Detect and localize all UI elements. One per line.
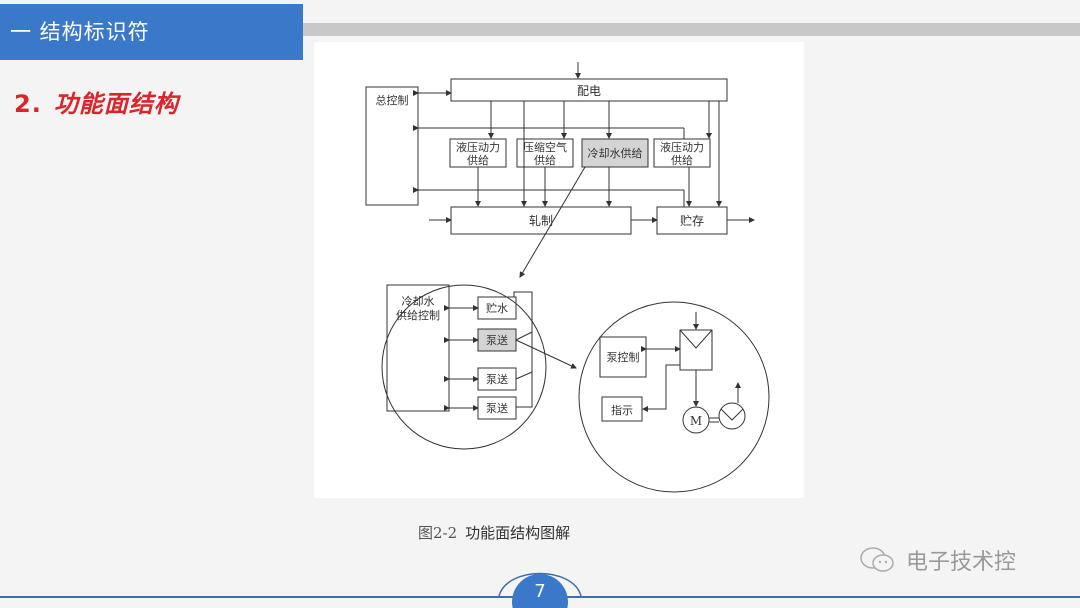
svg-text:配电: 配电	[577, 84, 601, 98]
top-divider-bar	[303, 23, 1080, 36]
figure-caption: 图2-2 功能面结构图解	[418, 522, 570, 543]
svg-text:贮存: 贮存	[680, 213, 704, 228]
detail-circle-pump: 泵控制 指示 M	[578, 301, 770, 493]
section-number: 2.	[14, 90, 42, 118]
figure-number: 图2-2	[418, 524, 458, 542]
svg-text:液压动力: 液压动力	[660, 140, 704, 154]
block-cooling-water-supply: 冷却水供给	[581, 138, 649, 168]
block-compressed-air-supply: 压缩空气 供给	[516, 138, 574, 168]
svg-text:供给: 供给	[534, 153, 556, 167]
section-title: 2. 功能面结构	[14, 84, 179, 119]
block-hydraulic-supply-1: 液压动力 供给	[449, 138, 507, 168]
block-hydraulic-supply-2: 液压动力 供给	[653, 138, 711, 168]
svg-text:指示: 指示	[611, 403, 633, 417]
watermark: 电子技术控	[858, 544, 1016, 576]
svg-text:液压动力: 液压动力	[456, 140, 500, 154]
section-title-text: 功能面结构	[53, 89, 179, 118]
block-rolling: 轧制	[450, 206, 632, 235]
header-tab: 一 结构标识符	[0, 4, 303, 60]
wechat-icon	[860, 547, 894, 572]
svg-text:总控制: 总控制	[376, 93, 409, 107]
figure-caption-text: 功能面结构图解	[465, 524, 571, 542]
svg-text:贮水: 贮水	[486, 302, 508, 315]
block-master-control: 总控制	[365, 86, 419, 206]
svg-text:供给: 供给	[467, 153, 489, 167]
svg-text:泵送: 泵送	[486, 401, 508, 415]
svg-text:轧制: 轧制	[529, 214, 553, 228]
svg-text:供给控制: 供给控制	[396, 308, 440, 322]
svg-text:压缩空气: 压缩空气	[523, 140, 567, 154]
block-distribution: 配电	[450, 78, 728, 102]
svg-text:泵控制: 泵控制	[607, 350, 640, 364]
svg-text:冷却水供给: 冷却水供给	[588, 146, 643, 160]
svg-text:泵送: 泵送	[486, 372, 508, 386]
svg-text:供给: 供给	[671, 153, 693, 167]
svg-text:冷却水: 冷却水	[402, 295, 435, 308]
block-storage: 贮存	[656, 206, 728, 235]
svg-text:泵送: 泵送	[486, 333, 508, 347]
detail-circle-cooling-water: 冷却水 供给控制 贮水 泵送 泵送 泵送	[381, 284, 547, 450]
svg-text:M: M	[690, 414, 702, 428]
functional-structure-diagram: 配电 总控制 液压动力 供给 压缩空气 供给	[314, 42, 804, 498]
page-number: 7	[512, 574, 568, 608]
watermark-text: 电子技术控	[906, 550, 1017, 575]
header-title: 一 结构标识符	[10, 20, 150, 44]
